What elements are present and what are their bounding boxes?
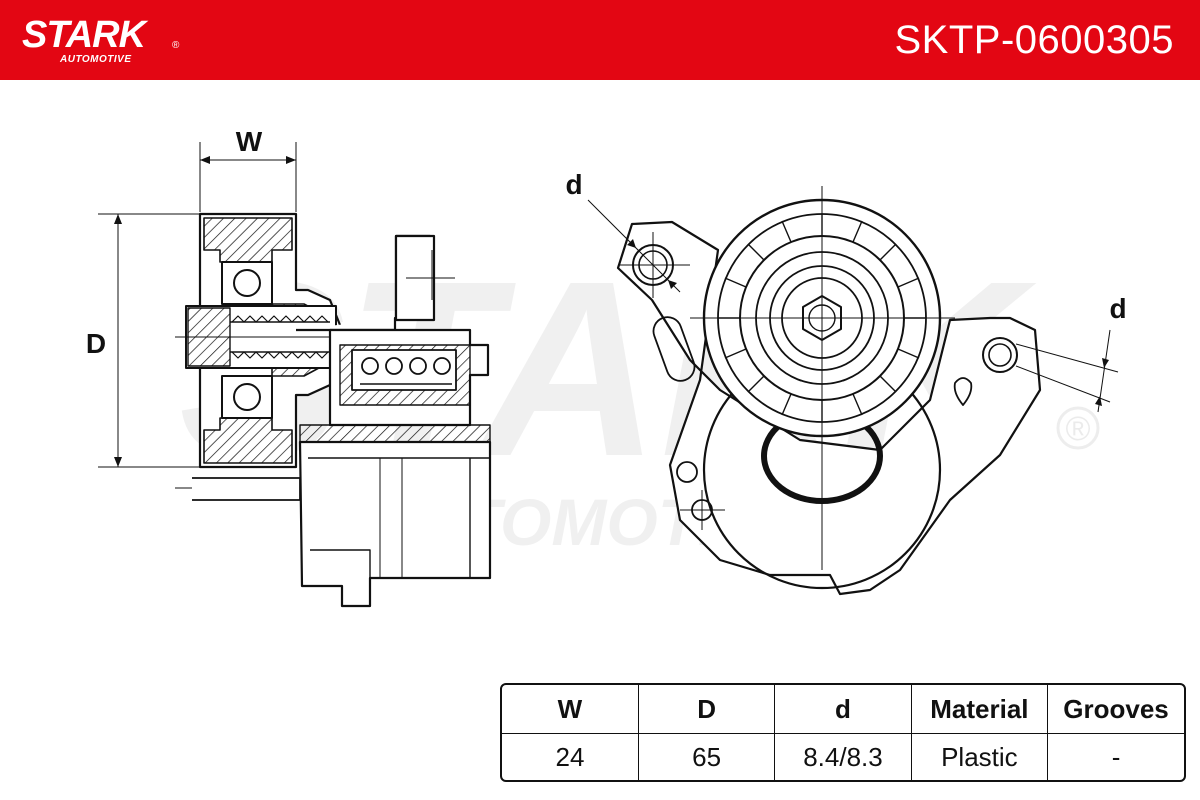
- front-view: [587, 186, 1119, 596]
- spec-value-w: 24: [555, 741, 585, 772]
- dimension-label-d-right: d: [1109, 293, 1126, 324]
- spec-header-w: W: [502, 685, 639, 734]
- spec-value-d-bore: 8.4/8.3: [774, 733, 912, 780]
- logo-registered-mark: ®: [172, 40, 180, 51]
- dimension-label-d-left: d: [565, 169, 582, 200]
- header-bar: STARK AUTOMOTIVE ® SKTP-0600305: [0, 0, 1200, 80]
- spec-header-row: W D d Material Grooves: [502, 685, 1184, 734]
- watermark-registered-ring: [1056, 406, 1100, 450]
- spec-header-d-outer: D: [637, 685, 775, 734]
- technical-drawing: STARK AUTOMOTIVE ®: [86, 126, 1127, 608]
- spec-value-row: 24 65 8.4/8.3 Plastic -: [502, 733, 1184, 780]
- logo-wordmark: STARK: [22, 14, 146, 56]
- spec-value-grooves: -: [1047, 733, 1184, 780]
- spec-value-d-outer: 65: [637, 733, 775, 780]
- watermark-registered: ®: [1065, 410, 1090, 448]
- spec-header-material: Material: [910, 685, 1048, 734]
- logo-subtitle: AUTOMOTIVE: [60, 54, 132, 65]
- side-section-view: [98, 142, 492, 608]
- dimension-label-W: W: [236, 126, 263, 157]
- stark-logo: STARK AUTOMOTIVE ®: [22, 14, 192, 70]
- dimension-label-D: D: [86, 328, 106, 359]
- specifications-table: W D d Material Grooves 24 65 8.4/8.3 Pla…: [500, 683, 1186, 782]
- spec-header-grooves: Grooves: [1047, 685, 1184, 734]
- spec-header-d-bore: d: [774, 685, 912, 734]
- part-number: SKTP-0600305: [894, 18, 1174, 62]
- spec-value-material: Plastic: [910, 733, 1048, 780]
